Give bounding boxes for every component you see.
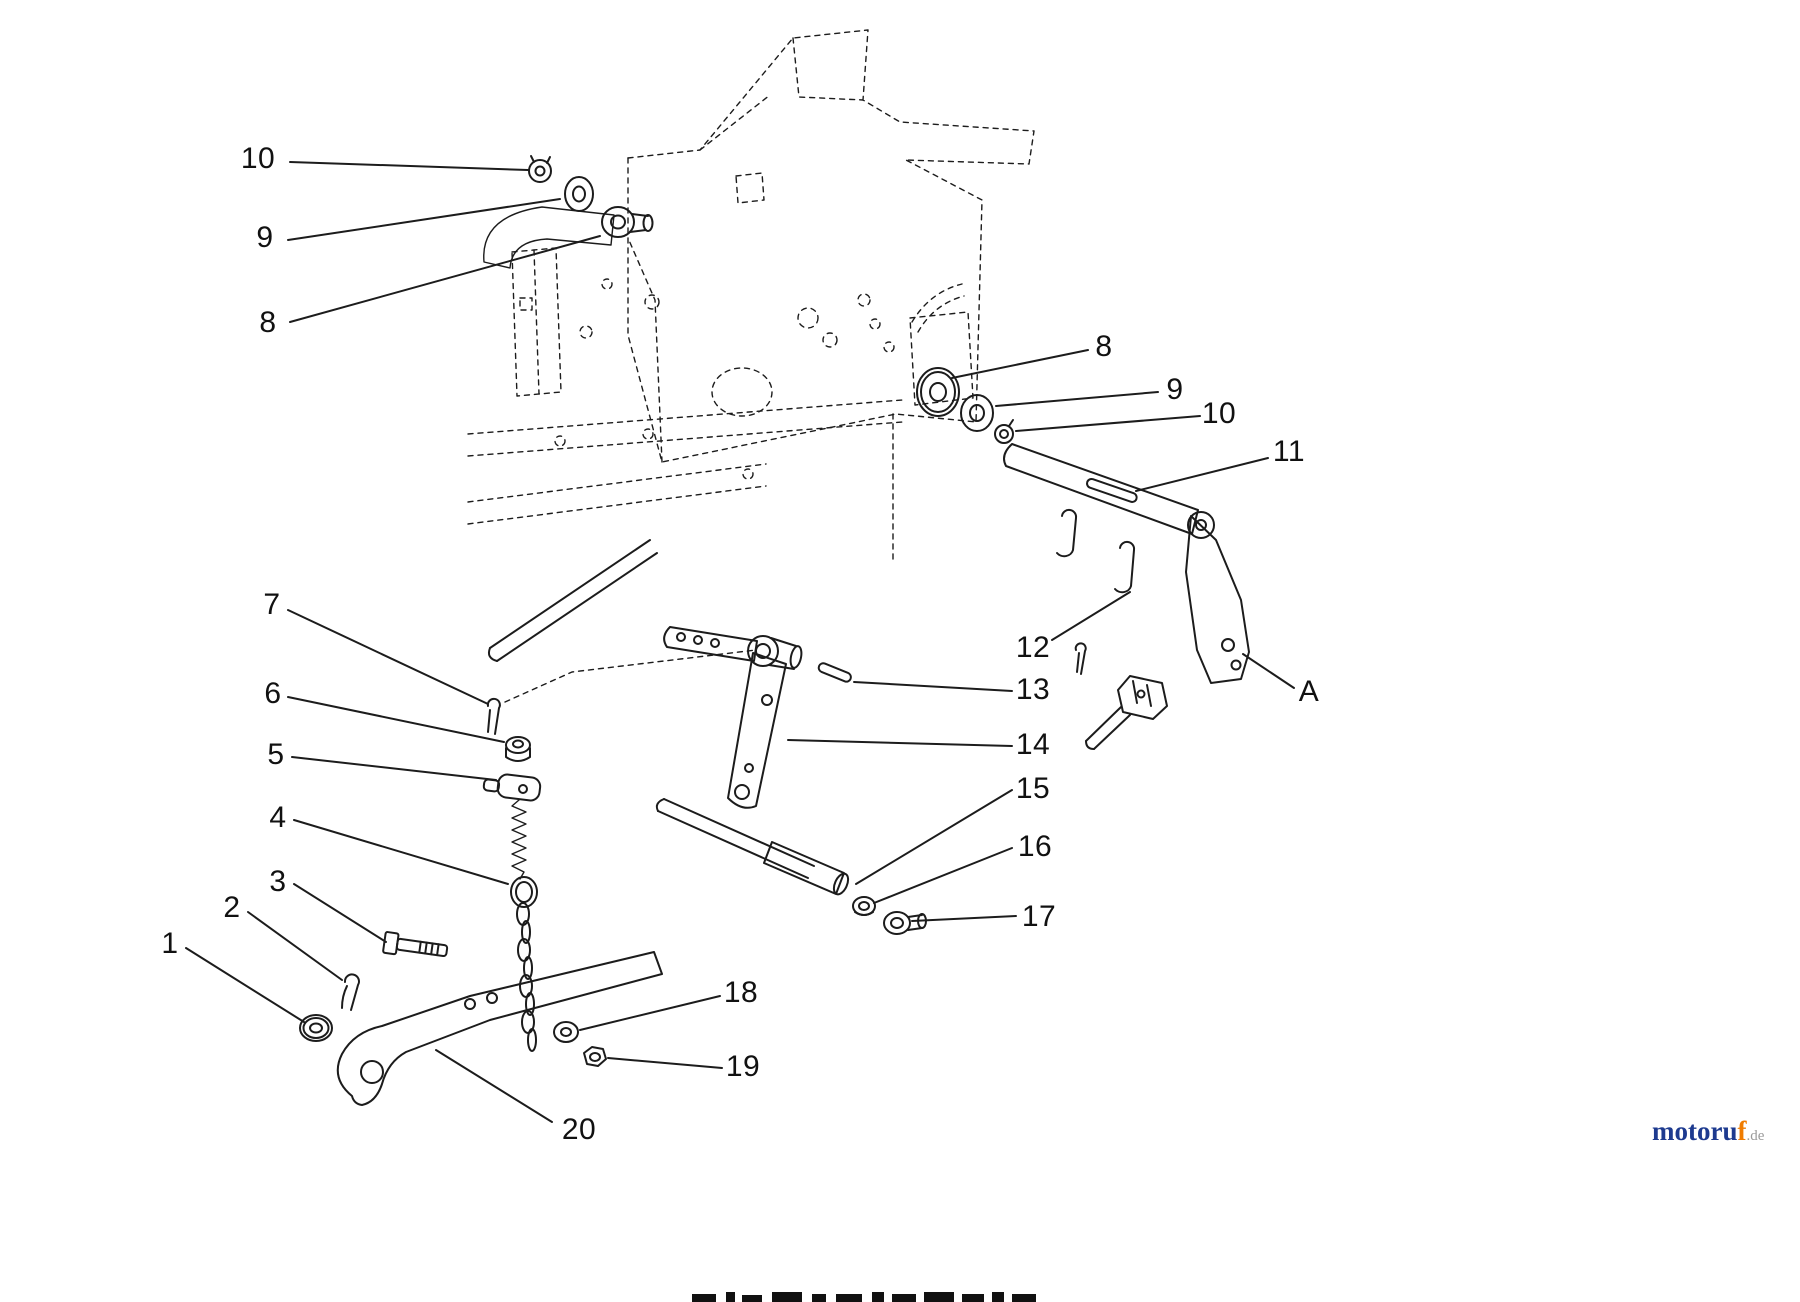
trunnion-5	[482, 773, 542, 802]
chain-4	[510, 876, 538, 1052]
spring-rod	[511, 799, 527, 880]
callout-5: 5	[267, 738, 285, 771]
callout-3: 3	[269, 865, 287, 898]
callout-15: 15	[1015, 772, 1051, 805]
callout-a: A	[1298, 675, 1320, 708]
lift-arm-11	[1003, 443, 1215, 539]
watermark-brand: motoru	[1652, 1116, 1738, 1146]
lift-link-assembly	[663, 626, 803, 809]
washer-8-right	[916, 367, 960, 417]
clevis-14	[1074, 642, 1168, 750]
retainer-ring-10-left	[528, 155, 552, 183]
callout-6: 6	[264, 677, 282, 710]
flange-nut-16	[852, 896, 876, 916]
callout-10-upper-left: 10	[240, 142, 276, 175]
callout-4: 4	[269, 801, 287, 834]
bell-crank-arm-20	[336, 951, 663, 1106]
retainer-ring-10-right	[994, 419, 1014, 444]
nut-19	[583, 1046, 607, 1067]
callout-9-upper-left: 9	[256, 221, 274, 254]
callout-13: 13	[1015, 673, 1051, 706]
washer-9-right	[960, 394, 994, 432]
washer-9-left	[564, 176, 594, 212]
callout-9-right: 9	[1166, 373, 1184, 406]
cropped-caption-top-edge	[692, 1292, 1036, 1302]
callout-16: 16	[1017, 830, 1053, 863]
spring-hooks-12	[1056, 508, 1136, 594]
callout-8-right: 8	[1095, 330, 1113, 363]
callout-11: 11	[1272, 435, 1306, 468]
callout-14: 14	[1015, 728, 1051, 761]
collar-6	[505, 736, 531, 762]
cross-rod	[487, 539, 658, 662]
cotter-pin-7	[486, 697, 501, 735]
pin-13	[817, 662, 852, 683]
pivot-shaft-15	[655, 798, 850, 896]
watermark-accent-letter: f	[1737, 1116, 1747, 1146]
callout-1: 1	[161, 927, 179, 960]
hairpin-clip-2	[341, 973, 360, 1011]
callout-10-right: 10	[1201, 397, 1237, 430]
callout-18: 18	[723, 976, 759, 1009]
leader-lines	[185, 161, 1295, 1123]
flange-bushing-17	[883, 911, 927, 935]
bushing-8-left	[601, 206, 654, 238]
hanger-plate-A	[1185, 515, 1250, 684]
washer-18	[553, 1021, 579, 1043]
watermark-tld: .de	[1746, 1128, 1765, 1144]
callout-20: 20	[561, 1113, 597, 1146]
watermark-logo[interactable]: motoruf.de	[1652, 1118, 1764, 1145]
tractor-frame-hidden-lines	[467, 29, 1035, 703]
callout-12: 12	[1015, 631, 1051, 664]
callout-7: 7	[263, 588, 281, 621]
washer-1	[299, 1014, 333, 1042]
callout-19: 19	[725, 1050, 761, 1083]
frame-strap-bracket	[483, 206, 615, 269]
callout-17: 17	[1021, 900, 1057, 933]
bolt-3	[382, 931, 449, 958]
callout-2: 2	[223, 891, 241, 924]
callout-8-upper-left: 8	[259, 306, 277, 339]
